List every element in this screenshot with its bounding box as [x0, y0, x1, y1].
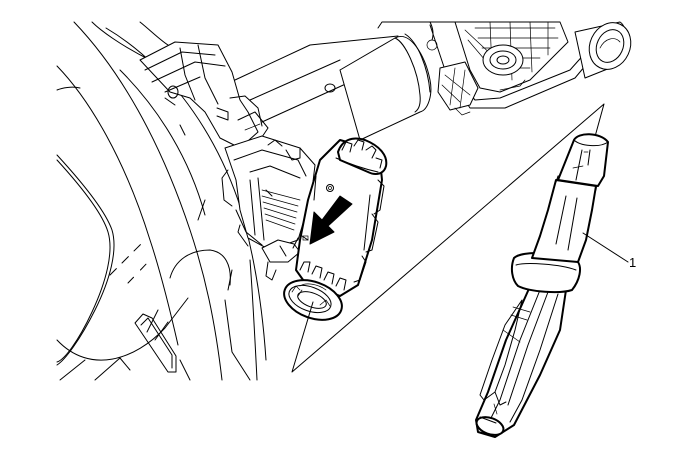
special-tool [475, 133, 629, 438]
lock-cylinder-housing [283, 137, 388, 321]
detail-callout-lines [291, 103, 605, 373]
switch-housing [139, 41, 316, 281]
removal-direction-arrow-icon [309, 195, 353, 245]
callout-leader-line [582, 232, 629, 263]
column-mounting-bracket [437, 21, 632, 116]
steering-column-shaft [234, 21, 471, 141]
callout-label-1: 1 [629, 255, 637, 270]
